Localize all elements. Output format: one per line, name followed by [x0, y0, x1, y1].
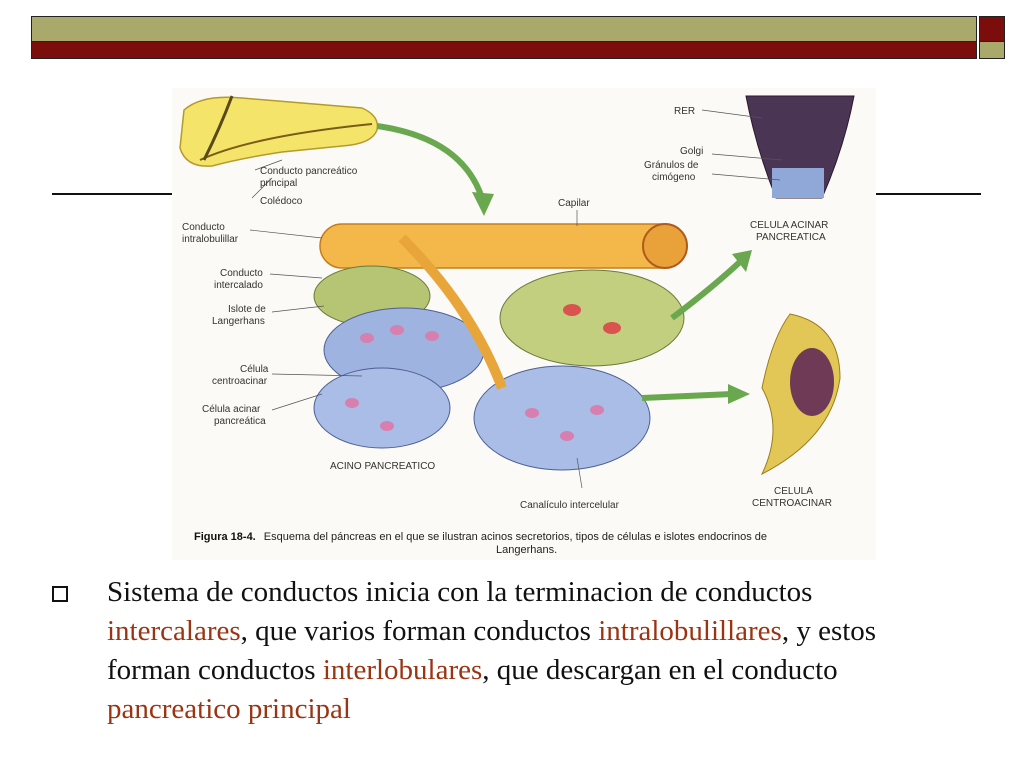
highlight-pancreatico-principal: pancreatico principal	[107, 693, 351, 725]
bullet-text: Sistema de conductos inicia con la termi…	[107, 573, 952, 729]
arrow-to-acinar-cell	[670, 257, 745, 321]
main-duct-line	[199, 123, 373, 161]
title-bar-square-bottom	[979, 42, 1005, 59]
highlight-interlobulares: interlobulares	[322, 654, 483, 686]
highlight-intercalares: intercalares	[107, 615, 241, 647]
label-golgi: Golgi	[680, 146, 703, 157]
caption-line-1: Esquema del páncreas en el que se ilustr…	[264, 531, 767, 543]
arrow-head	[472, 192, 494, 216]
title-bar-bottom-stripe	[31, 42, 977, 59]
pancreas-illustration: Conducto pancreático principal Colédoco …	[179, 95, 855, 556]
title-bar-square-top	[979, 16, 1005, 42]
label-granulos-1: Gránulos de	[644, 160, 699, 171]
label-intercalado-1: Conducto	[220, 268, 263, 279]
label-canaliculo: Canalículo intercelular	[520, 500, 620, 511]
label-granulos-2: cimógeno	[652, 172, 696, 183]
label-acinar-1: Célula acinar	[202, 404, 261, 415]
label-conducto-pancreatico: Conducto pancreático	[260, 166, 358, 177]
bullet-text-part-3: , y estos forman conductos	[107, 615, 877, 686]
label-rer: RER	[674, 106, 695, 117]
label-islote-1: Islote de	[228, 304, 266, 315]
zymogen-granules	[772, 168, 824, 198]
label-conducto-pancreatico-2: principal	[260, 178, 297, 189]
acinus-2	[313, 367, 451, 449]
label-coledoco: Colédoco	[260, 196, 303, 207]
label-celula-centro-1: CELULA	[774, 486, 813, 497]
label-capilar: Capilar	[558, 198, 590, 209]
arrow-organ-to-acinus	[376, 123, 485, 199]
label-intralobulillar-1: Conducto	[182, 222, 225, 233]
intralobular-duct	[398, 234, 507, 390]
highlight-intralobulillares: intralobulillares	[598, 615, 782, 647]
bullet-paragraph: Sistema de conductos inicia con la termi…	[52, 573, 952, 729]
bullet-text-part-1: Sistema de conductos inicia con la termi…	[107, 576, 813, 608]
bullet-text-part-2: , que varios forman conductos	[240, 615, 599, 647]
figure-caption: Figura 18-4. Esquema del páncreas en el …	[194, 527, 767, 544]
label-intercalado-2: intercalado	[214, 280, 263, 291]
arrow-to-centroacinar-cell	[641, 391, 733, 401]
bullet-text-part-4: , que descargan en el conducto	[482, 654, 838, 686]
label-celula-acinar-1: CELULA ACINAR	[750, 220, 828, 231]
label-acinar-2: pancreática	[214, 416, 266, 427]
islet-cluster-2	[499, 269, 685, 367]
capillary-end	[642, 223, 688, 269]
coledoco-line	[202, 95, 234, 161]
caption-line-2: Langerhans.	[496, 544, 557, 556]
caption-bold: Figura 18-4.	[194, 531, 256, 543]
pancreas-figure: Conducto pancreático principal Colédoco …	[172, 88, 876, 560]
label-centroacinar-2: centroacinar	[212, 376, 268, 387]
label-celula-acinar-2: PANCREATICA	[756, 232, 826, 243]
leader-lines	[249, 109, 783, 489]
arrow-head	[728, 384, 750, 404]
label-acino: ACINO PANCREATICO	[330, 461, 435, 472]
centroacinar-nucleus	[790, 348, 834, 416]
label-intralobulillar-2: intralobulillar	[182, 234, 239, 245]
label-centroacinar-1: Célula	[240, 364, 269, 375]
acinar-nuclei	[345, 304, 621, 441]
divider-left	[52, 193, 172, 195]
title-bar	[31, 16, 1005, 60]
label-celula-centro-2: CENTROACINAR	[752, 498, 832, 509]
arrow-head	[732, 250, 752, 272]
acinus-3	[473, 365, 651, 471]
divider-right	[876, 193, 981, 195]
capillary	[319, 223, 683, 269]
title-bar-top-stripe	[31, 16, 977, 42]
label-islote-2: Langerhans	[212, 316, 265, 327]
hollow-square-bullet-icon	[52, 586, 68, 602]
